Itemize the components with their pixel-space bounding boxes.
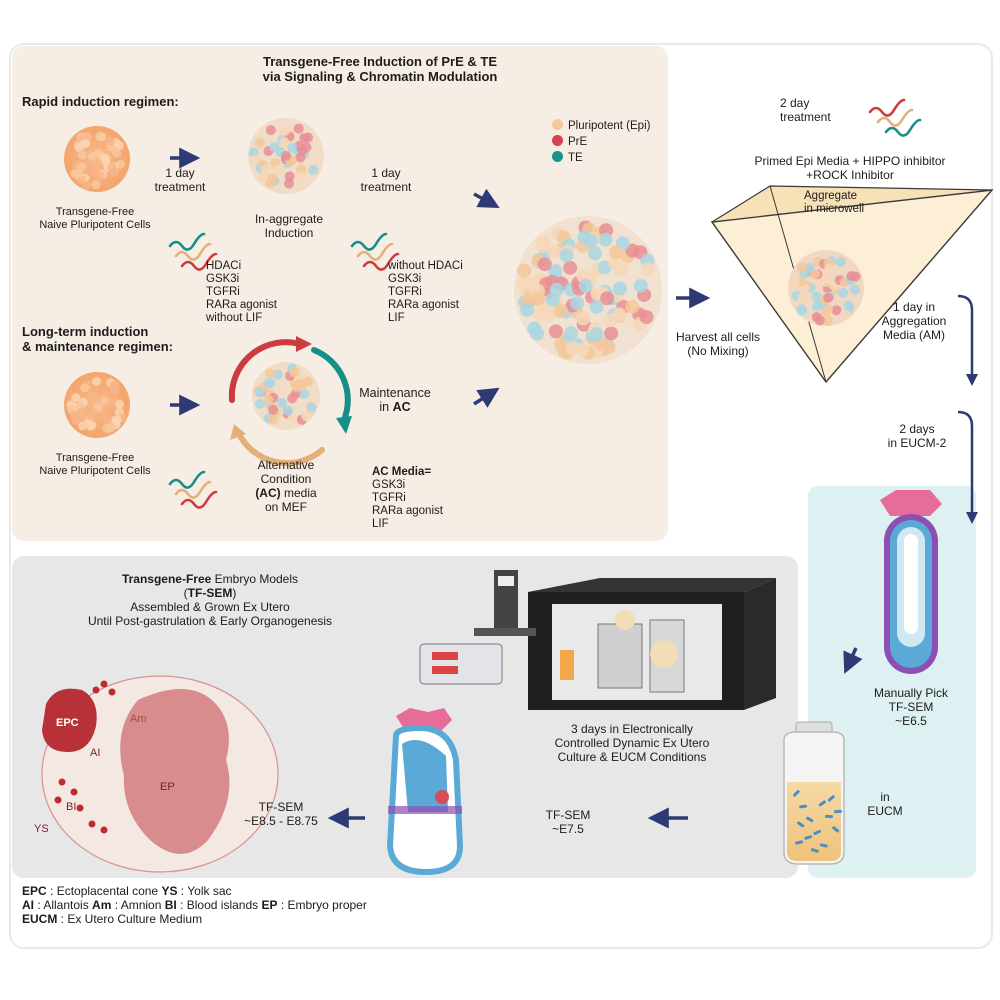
legend-item: Pluripotent (Epi) <box>552 118 650 134</box>
in-aggregate-label: In-aggregate Induction <box>254 212 324 240</box>
footer-line-3: EUCM : Ex Utero Culture Medium <box>22 912 203 926</box>
microwell-label: Aggregate in microwell <box>804 190 865 215</box>
list-item: RARa agonist <box>372 505 443 517</box>
legend-swatch-epi <box>552 119 563 130</box>
cycle-arrow-red <box>228 339 303 403</box>
eucm2-label: 2 days in EUCM-2 <box>887 422 947 450</box>
tf-sem-e75-label: TF-SEM ~E7.5 <box>545 808 591 836</box>
legend-swatch-te <box>552 151 563 162</box>
list-item: GSK3i <box>388 273 422 285</box>
cell-legend: Pluripotent (Epi) PrE TE <box>552 118 650 166</box>
embryo-label-epc: EPC <box>56 717 79 729</box>
cycle-arrow-tan <box>235 429 325 466</box>
rapid-list-2: without HDACi GSK3i TGFRi RARa agonist L… <box>388 260 463 325</box>
signal-squiggles <box>168 98 922 509</box>
outer-frame <box>9 43 993 949</box>
embryo-label-ys: YS <box>34 823 49 835</box>
culture-conditions-label: 3 days in Electronically Controlled Dyna… <box>554 722 710 764</box>
list-item: RARa agonist <box>388 299 459 311</box>
list-item: RARa agonist <box>206 299 277 311</box>
flow-arrows <box>170 147 863 829</box>
list-item: TGFRi <box>372 492 406 504</box>
eucm-jar <box>783 721 845 865</box>
cycle-arrow-teal <box>311 347 351 423</box>
rapid-cells-label: Transgene-Free Naive Pluripotent Cells <box>39 206 151 231</box>
embryo-label-am: Am <box>130 713 147 725</box>
embryo-label-bi: BI <box>66 801 77 813</box>
top-panel-title: Transgene-Free Induction of PrE & TE via… <box>262 54 498 84</box>
rapid-list-1: HDACi GSK3i TGFRi RARa agonist without L… <box>206 260 277 325</box>
list-item: GSK3i <box>372 479 406 491</box>
ac-media-list: AC Media= GSK3i TGFRi RARa agonist LIF <box>372 466 443 530</box>
rapid-regimen-heading: Rapid induction regimen: <box>22 94 179 109</box>
harvest-label: Harvest all cells (No Mixing) <box>675 330 761 358</box>
legend-item: TE <box>552 150 650 166</box>
longterm-cells-label: Transgene-Free Naive Pluripotent Cells <box>39 452 151 477</box>
aggregation-media-label: 1 day in Aggregation Media (AM) <box>881 300 947 342</box>
legend-item: PrE <box>552 134 650 150</box>
embryo-e75 <box>386 708 464 876</box>
primed-media-label: Primed Epi Media + HIPPO inhibitor +ROCK… <box>754 154 946 182</box>
longterm-regimen-heading: Long-term induction & maintenance regime… <box>22 324 173 354</box>
bottom-panel-title: Transgene-Free Embryo Models (TF-SEM) As… <box>87 572 333 628</box>
list-item: GSK3i <box>206 273 240 285</box>
legend-swatch-pre <box>552 135 563 146</box>
list-item: LIF <box>372 518 389 530</box>
abbreviation-footer: EPC : Ectoplacental cone YS : Yolk sac A… <box>22 884 367 926</box>
embryo-e85 <box>41 675 279 873</box>
rapid-treatment-2: 1 day treatment <box>360 166 412 194</box>
two-day-treatment-label: 2 day treatment <box>780 96 831 124</box>
tf-sem-e85-label: TF-SEM ~E8.5 - E8.75 <box>244 800 318 828</box>
footer-line-2: AI : Allantois Am : Amnion BI : Blood is… <box>22 898 367 912</box>
list-item: TGFRi <box>388 286 422 298</box>
rapid-treatment-1: 1 day treatment <box>154 166 206 194</box>
embryo-label-ep: EP <box>160 781 175 793</box>
list-item: without LIF <box>206 312 263 324</box>
in-eucm-label: in EUCM <box>867 790 903 818</box>
bracket-eucm2 <box>957 410 974 514</box>
embryo-e65 <box>880 490 942 674</box>
footer-line-1: EPC : Ectoplacental cone YS : Yolk sac <box>22 884 232 898</box>
embryo-label-ai: AI <box>90 747 101 759</box>
list-item: HDACi <box>206 260 242 272</box>
culture-device <box>419 570 776 710</box>
maintenance-label: Maintenance in AC <box>359 386 431 414</box>
manually-pick-label: Manually Pick TF-SEM ~E6.5 <box>873 686 949 728</box>
top-panel-bg <box>12 46 668 541</box>
list-item: TGFRi <box>206 286 240 298</box>
list-item: without HDACi <box>388 260 463 272</box>
list-item: LIF <box>388 312 405 324</box>
alternative-condition-label: Alternative Condition (AC) media on MEF <box>255 458 317 514</box>
bracket-am <box>957 294 974 376</box>
